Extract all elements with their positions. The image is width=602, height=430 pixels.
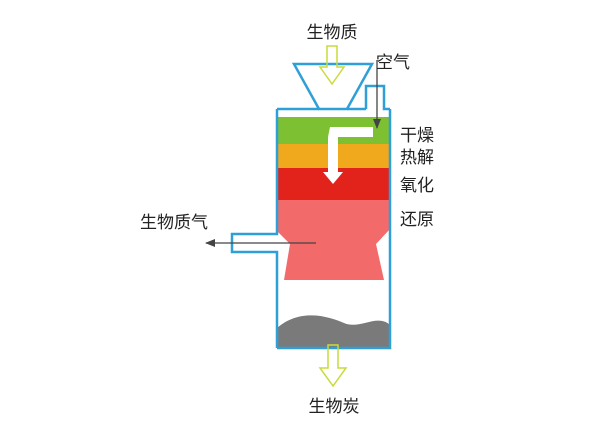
reduction-label: 还原 bbox=[400, 210, 434, 230]
air-inlet-pipe bbox=[364, 84, 390, 111]
reactor-wall-right-bottom bbox=[277, 109, 392, 350]
char-output-label: 生物炭 bbox=[309, 397, 360, 417]
reactor-wall-left bbox=[230, 109, 279, 348]
char-bed bbox=[277, 315, 390, 348]
air-input-label: 空气 bbox=[376, 53, 410, 73]
biomass-input-arrow-icon bbox=[318, 45, 346, 86]
gas-output-label: 生物质气 bbox=[140, 213, 208, 233]
char-output-arrow-icon bbox=[318, 344, 348, 388]
reactor-vessel bbox=[230, 62, 392, 350]
feed-hopper bbox=[291, 62, 375, 111]
biomass-input-label: 生物质 bbox=[307, 23, 358, 43]
white-down-arrow-icon bbox=[323, 127, 373, 184]
reduction-zone bbox=[277, 200, 390, 280]
drying-label: 干燥 bbox=[400, 126, 434, 146]
pyrolysis-label: 热解 bbox=[400, 148, 434, 168]
oxidation-label: 氧化 bbox=[400, 176, 434, 196]
